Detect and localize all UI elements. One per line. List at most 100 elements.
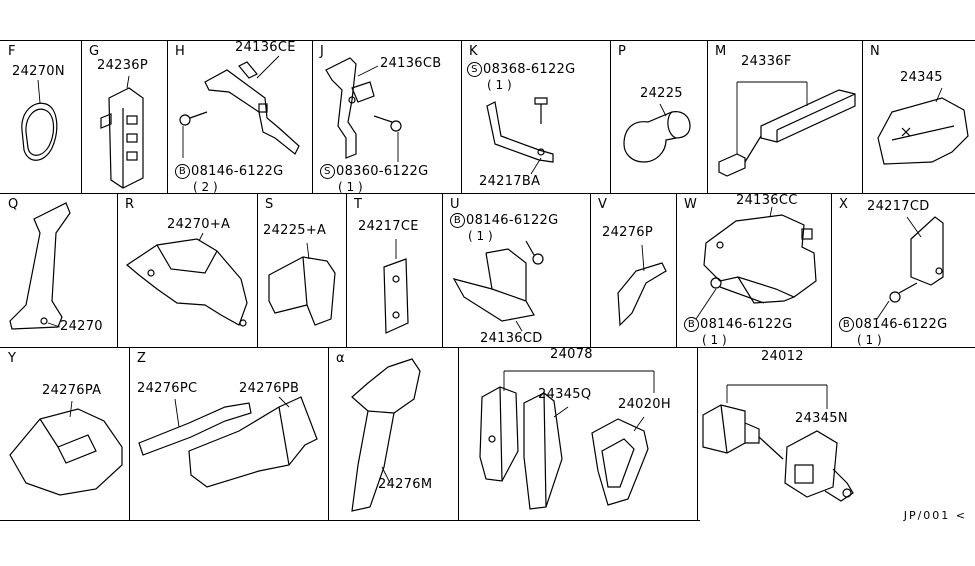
switch-connector-illustration — [702, 384, 854, 502]
part-number: 24225+A — [263, 223, 327, 238]
cell-harness: 24078 24345Q 24020H — [458, 347, 697, 520]
protector-illustration — [351, 358, 421, 512]
cell-alpha: α 24276M — [328, 347, 458, 520]
bolt-symbol: B — [839, 317, 854, 332]
cell-letter: R — [125, 197, 135, 212]
cell-letter: P — [618, 44, 626, 59]
bracket-illustration — [325, 57, 402, 162]
cell-s: S 24225+A — [257, 193, 346, 347]
grid-line-v — [458, 347, 459, 520]
grid-line-v — [328, 347, 329, 520]
cell-letter: Z — [137, 351, 146, 366]
part-number: 24270N — [12, 64, 65, 79]
part-number: 24276M — [378, 477, 433, 492]
bracket-illustration — [695, 206, 817, 320]
cell-q: Q 24270 — [0, 193, 117, 347]
bracket-illustration — [486, 97, 554, 175]
cell-letter: Q — [8, 197, 19, 212]
part-number: 24345N — [795, 411, 848, 426]
protector-clip-illustration — [100, 75, 144, 189]
bolt-quantity: ( 1 ) — [468, 229, 493, 243]
cell-p: P 24225 — [610, 40, 707, 193]
grid-line-v — [346, 193, 347, 347]
grid-line-v — [129, 347, 130, 520]
cell-letter: X — [839, 197, 848, 212]
cell-letter: H — [175, 44, 185, 59]
part-number: 24136CD — [480, 331, 543, 346]
cell-z: Z 24276PC 24276PB — [129, 347, 328, 520]
boot-cap-illustration — [623, 103, 691, 163]
part-number: 24217CE — [358, 219, 419, 234]
protector-illustration — [9, 202, 71, 330]
cell-letter: V — [598, 197, 607, 212]
cell-m: M 24336F — [707, 40, 862, 193]
part-number: 24136CB — [380, 56, 442, 71]
cell-letter: K — [469, 44, 478, 59]
cell-n: N 24345 — [862, 40, 975, 193]
grid-line-v — [707, 40, 708, 193]
cell-letter: F — [8, 44, 16, 59]
part-number: 24345 — [900, 70, 943, 85]
bolt-quantity: ( 2 ) — [193, 180, 218, 194]
part-number: 24270+A — [167, 217, 231, 232]
cell-switch: 24012 24345N — [697, 347, 975, 520]
grid-line-top — [0, 40, 975, 41]
cell-v: V 24276P — [590, 193, 676, 347]
harness-connector-illustration — [479, 370, 655, 510]
bracket-illustration — [179, 55, 300, 158]
part-number: 24225 — [640, 86, 683, 101]
bolt-symbol: B — [450, 213, 465, 228]
screw-quantity: ( 1 ) — [487, 78, 512, 92]
bolt-symbol: B — [175, 164, 190, 179]
cell-letter: U — [450, 197, 460, 212]
cell-letter: M — [715, 44, 727, 59]
protector-illustration — [125, 232, 248, 327]
part-number: 24276P — [602, 225, 653, 240]
bracket-illustration — [876, 216, 944, 320]
part-number: 24270 — [60, 319, 103, 334]
diagram-code: JP/001 < — [903, 509, 967, 522]
part-number: 24336F — [741, 54, 792, 69]
cell-letter: S — [265, 197, 274, 212]
cell-letter: Y — [8, 351, 16, 366]
grommet-ring-illustration — [21, 79, 58, 161]
grid-line-v — [167, 40, 168, 193]
part-number: 24276PB — [239, 381, 300, 396]
cell-f: F 24270N — [0, 40, 81, 193]
bolt-symbol: B — [684, 317, 699, 332]
part-number: 24136CC — [736, 193, 798, 208]
grid-line-v — [610, 40, 611, 193]
part-number: 24276PA — [42, 383, 102, 398]
part-number: 24020H — [618, 397, 671, 412]
harness-connector-illustration — [718, 81, 856, 177]
grid-line-v — [697, 347, 698, 520]
cell-letter: N — [870, 44, 880, 59]
bracket-illustration — [383, 239, 409, 334]
grid-line-v — [831, 193, 832, 347]
cell-t: T 24217CE — [346, 193, 442, 347]
grid-line-v — [312, 40, 313, 193]
cell-y: Y 24276PA — [0, 347, 129, 520]
grid-line-row2 — [0, 347, 975, 348]
cover-illustration — [877, 87, 969, 165]
boot-cap-illustration — [268, 242, 336, 326]
grid-line-v — [442, 193, 443, 347]
grid-line-v — [257, 193, 258, 347]
grid-line-v — [862, 40, 863, 193]
protector-illustration — [9, 400, 123, 496]
cell-letter: W — [684, 197, 697, 212]
part-number: 24217BA — [479, 174, 541, 189]
grid-line-row1 — [0, 193, 975, 194]
cell-letter: J — [320, 44, 324, 59]
